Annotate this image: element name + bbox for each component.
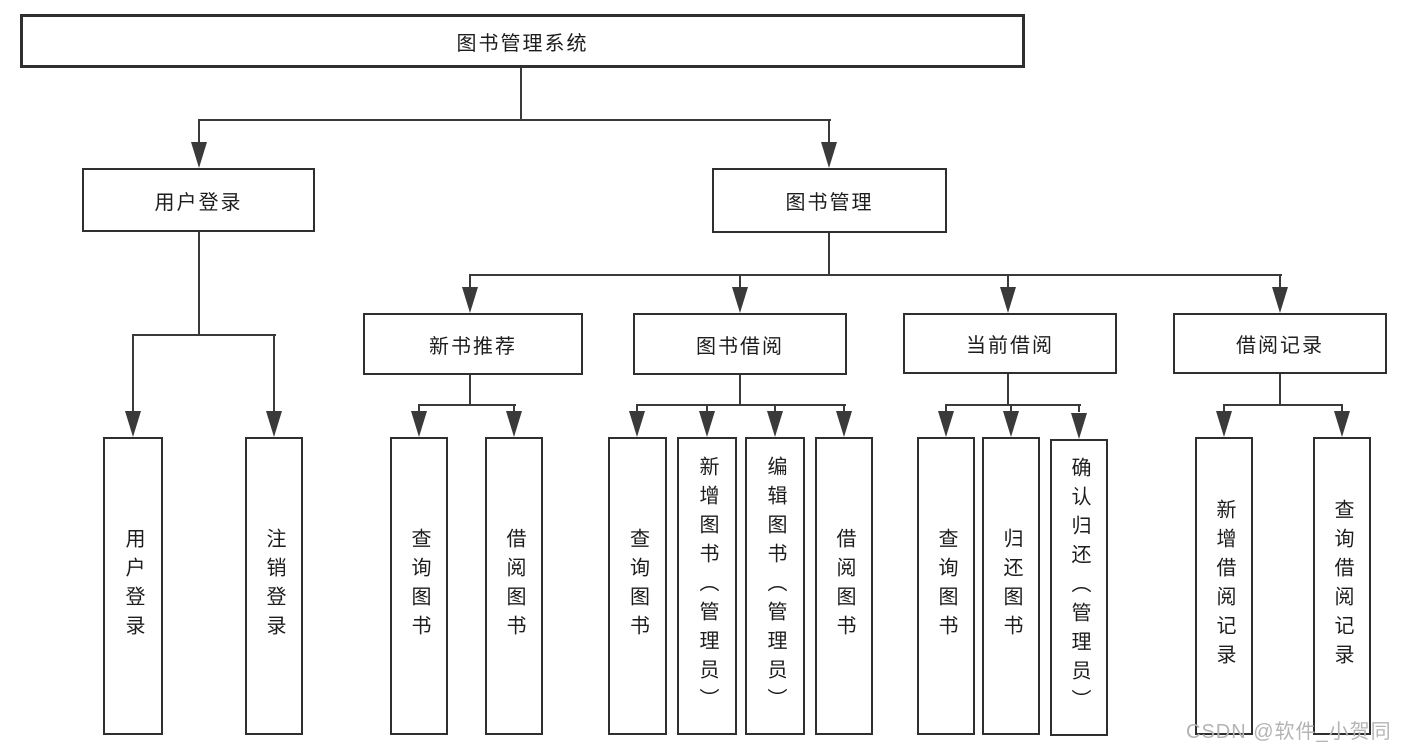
connector-line-v: [739, 375, 741, 406]
arrow-down-icon: [629, 411, 645, 437]
leaf-add-borrow-record: 新增借阅记录: [1195, 437, 1253, 735]
leaf-edit-book-admin: 编辑图书（管理员）: [745, 437, 805, 735]
connector-line-v: [469, 274, 471, 288]
connector-line-v: [828, 119, 830, 143]
connector-line-v: [1078, 404, 1080, 412]
leaf-label: 查询图书: [935, 528, 957, 644]
arrow-down-icon: [767, 411, 783, 437]
arrow-down-icon: [462, 287, 478, 313]
arrow-down-icon: [732, 287, 748, 313]
leaf-query-books-borrowing: 查询图书: [608, 437, 667, 735]
leaf-label: 归还图书: [1000, 528, 1022, 644]
connector-line-v: [132, 334, 134, 412]
connector-line-h: [1223, 404, 1343, 406]
arrow-down-icon: [266, 411, 282, 437]
connector-line-v: [636, 404, 638, 412]
node-library-management-system: 图书管理系统: [20, 14, 1025, 68]
arrow-down-icon: [1003, 411, 1019, 437]
arrow-down-icon: [125, 411, 141, 437]
leaf-label: 借阅图书: [503, 528, 525, 644]
connector-line-h: [132, 334, 276, 336]
leaf-return-books: 归还图书: [982, 437, 1040, 735]
leaf-add-book-admin: 新增图书（管理员）: [677, 437, 737, 735]
connector-line-v: [843, 404, 845, 412]
node-book-management: 图书管理: [712, 168, 947, 233]
connector-line-h: [636, 404, 846, 406]
connector-line-v: [774, 404, 776, 412]
leaf-borrow-books-recommend: 借阅图书: [485, 437, 543, 735]
node-label: 新书推荐: [429, 335, 517, 358]
connector-line-h: [198, 119, 831, 121]
node-label: 用户登录: [154, 191, 243, 214]
arrow-down-icon: [1334, 411, 1350, 437]
connector-line-v: [273, 334, 275, 412]
leaf-label: 新增图书（管理员）: [696, 455, 718, 717]
connector-line-h: [945, 404, 1081, 406]
connector-line-v: [418, 404, 420, 412]
node-label: 当前借阅: [966, 335, 1054, 357]
leaf-label: 确认归还（管理员）: [1068, 457, 1090, 718]
leaf-label: 编辑图书（管理员）: [764, 455, 786, 717]
arrow-down-icon: [836, 411, 852, 437]
arrow-down-icon: [938, 411, 954, 437]
node-label: 图书管理系统: [456, 32, 589, 55]
connector-line-v: [945, 404, 947, 412]
connector-line-v: [1341, 404, 1343, 412]
connector-line-v: [520, 68, 522, 120]
connector-line-v: [1007, 374, 1009, 406]
leaf-logout: 注销登录: [245, 437, 303, 735]
arrow-down-icon: [191, 142, 207, 168]
node-current-borrowing: 当前借阅: [903, 313, 1117, 374]
leaf-user-login: 用户登录: [103, 437, 163, 735]
connector-line-h: [418, 404, 516, 406]
arrow-down-icon: [1000, 287, 1016, 313]
connector-line-v: [198, 232, 200, 336]
connector-line-v: [1279, 374, 1281, 406]
connector-line-h: [469, 274, 1282, 276]
arrow-down-icon: [506, 411, 522, 437]
connector-line-v: [469, 375, 471, 406]
connector-line-v: [706, 404, 708, 412]
leaf-borrow-books: 借阅图书: [815, 437, 873, 735]
node-label: 图书借阅: [696, 335, 784, 358]
connector-line-v: [1007, 274, 1009, 288]
leaf-label: 查询图书: [626, 528, 649, 644]
leaf-label: 用户登录: [122, 528, 144, 644]
leaf-label: 查询图书: [408, 528, 430, 644]
node-book-borrowing: 图书借阅: [633, 313, 847, 375]
leaf-query-borrow-record: 查询借阅记录: [1313, 437, 1371, 735]
connector-line-v: [198, 119, 200, 143]
node-label: 借阅记录: [1236, 335, 1324, 357]
node-label: 图书管理: [785, 192, 874, 214]
leaf-label: 借阅图书: [833, 528, 855, 644]
arrow-down-icon: [411, 411, 427, 437]
node-new-book-recommendation: 新书推荐: [363, 313, 583, 375]
connector-line-v: [828, 233, 830, 276]
leaf-query-books-current: 查询图书: [917, 437, 975, 735]
leaf-label: 新增借阅记录: [1213, 499, 1235, 673]
connector-line-v: [739, 274, 741, 288]
arrow-down-icon: [1272, 287, 1288, 313]
leaf-query-books-recommend: 查询图书: [390, 437, 448, 735]
node-user-login: 用户登录: [82, 168, 315, 232]
node-borrowing-records: 借阅记录: [1173, 313, 1387, 374]
csdn-watermark: CSDN @软件_小贺同学: [1186, 721, 1392, 743]
leaf-label: 查询借阅记录: [1331, 499, 1353, 673]
connector-line-v: [1223, 404, 1225, 412]
arrow-down-icon: [821, 142, 837, 168]
connector-line-v: [1010, 404, 1012, 412]
leaf-label: 注销登录: [263, 528, 285, 644]
connector-line-v: [1279, 274, 1281, 288]
connector-line-v: [513, 404, 515, 412]
arrow-down-icon: [1071, 413, 1087, 439]
arrow-down-icon: [699, 411, 715, 437]
leaf-confirm-return-admin: 确认归还（管理员）: [1050, 439, 1108, 736]
arrow-down-icon: [1216, 411, 1232, 437]
